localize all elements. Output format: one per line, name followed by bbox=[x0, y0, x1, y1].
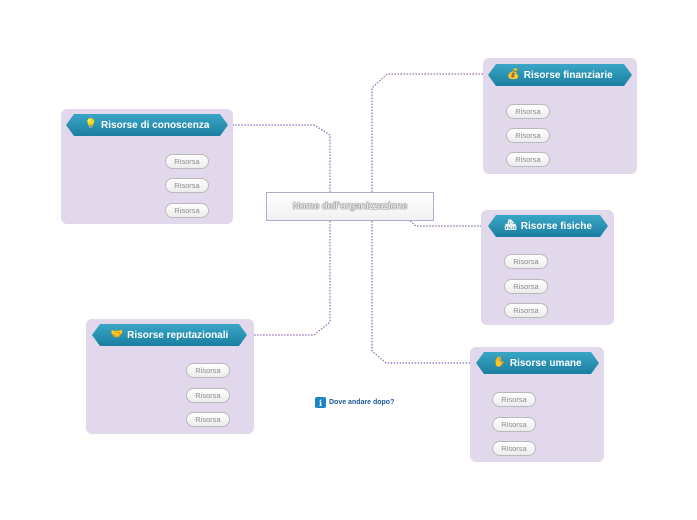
house-icon: 🏘 bbox=[504, 220, 517, 231]
resource-item[interactable]: Risorsa bbox=[165, 178, 209, 193]
resource-item[interactable]: Risorsa bbox=[504, 279, 548, 294]
topic-label: Risorse di conoscenza bbox=[101, 119, 210, 131]
resource-item[interactable]: Risorsa bbox=[492, 441, 536, 456]
resource-item[interactable]: Risorsa bbox=[186, 363, 230, 378]
topic-reputazionali[interactable]: 🤝 Risorse reputazionali bbox=[92, 324, 247, 346]
resource-item[interactable]: Risorsa bbox=[492, 392, 536, 407]
resource-item[interactable]: Risorsa bbox=[504, 254, 548, 269]
resource-item[interactable]: Risorsa bbox=[186, 412, 230, 427]
connector-finanziarie bbox=[371, 73, 488, 192]
topic-label: Risorse fisiche bbox=[520, 220, 592, 232]
topic-label: Risorse finanziarie bbox=[523, 69, 613, 81]
next-step-link[interactable]: i Dove andare dopo? bbox=[315, 397, 394, 408]
connector-conoscenza bbox=[227, 124, 331, 192]
resource-item[interactable]: Risorsa bbox=[165, 154, 209, 169]
topic-finanziarie[interactable]: 💰 Risorse finanziarie bbox=[488, 64, 632, 86]
connector-reputazionali bbox=[247, 221, 331, 336]
topic-label: Risorse umane bbox=[509, 357, 582, 369]
info-icon: i bbox=[315, 397, 326, 408]
resource-item[interactable]: Risorsa bbox=[506, 128, 550, 143]
resource-item[interactable]: Risorsa bbox=[492, 417, 536, 432]
topic-conoscenza[interactable]: 💡 Risorse di conoscenza bbox=[66, 114, 228, 136]
hand-icon: ✋ bbox=[493, 357, 506, 368]
central-topic[interactable]: Nome dell'organizzazione bbox=[266, 192, 434, 221]
topic-label: Risorse reputazionali bbox=[127, 329, 229, 341]
connector-umane bbox=[371, 221, 476, 364]
resource-item[interactable]: Risorsa bbox=[165, 203, 209, 218]
money-bag-icon: 💰 bbox=[507, 69, 520, 80]
resource-item[interactable]: Risorsa bbox=[186, 388, 230, 403]
handshake-icon: 🤝 bbox=[110, 329, 124, 340]
topic-umane[interactable]: ✋ Risorse umane bbox=[476, 352, 599, 374]
next-step-label: Dove andare dopo? bbox=[329, 399, 395, 406]
resource-item[interactable]: Risorsa bbox=[506, 152, 550, 167]
lightbulb-icon: 💡 bbox=[84, 119, 98, 130]
resource-item[interactable]: Risorsa bbox=[504, 303, 548, 318]
connector-fisiche bbox=[409, 220, 488, 227]
resource-item[interactable]: Risorsa bbox=[506, 104, 550, 119]
topic-fisiche[interactable]: 🏘 Risorse fisiche bbox=[488, 215, 608, 237]
